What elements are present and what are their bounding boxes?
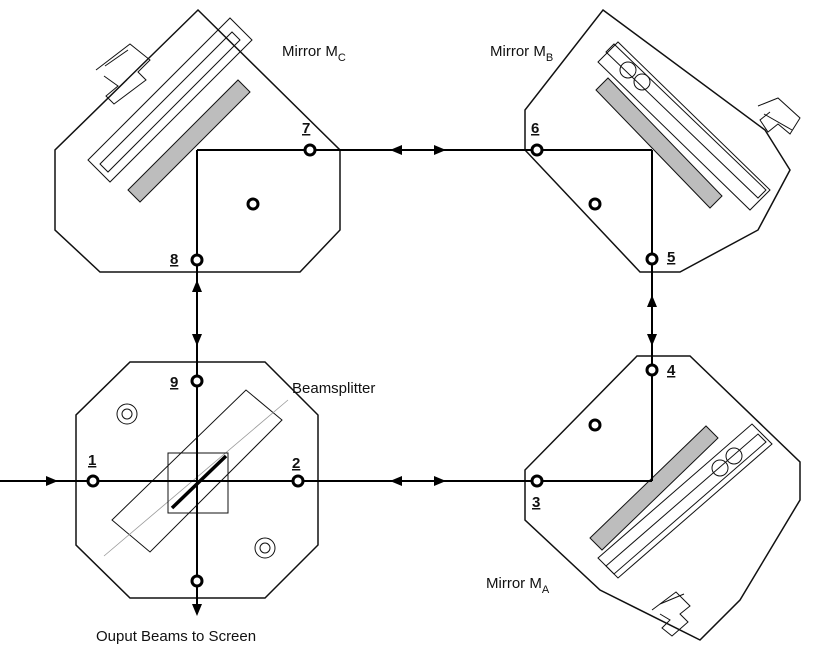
arrow-left-down xyxy=(192,334,202,346)
port-3 xyxy=(530,474,544,488)
point-label-3: 3 xyxy=(532,494,540,511)
mirror-c-label: Mirror MC xyxy=(282,43,346,64)
port-6 xyxy=(530,143,544,157)
point-label-6: 6 xyxy=(531,120,539,137)
port-output xyxy=(190,574,204,588)
mount-hole-a xyxy=(588,418,602,432)
arrow-left-up xyxy=(192,280,202,292)
port-5 xyxy=(645,252,659,266)
point-label-1: 1 xyxy=(88,452,96,469)
beamsplitter-label: Beamsplitter xyxy=(292,380,375,397)
port-4 xyxy=(645,363,659,377)
port-8 xyxy=(190,253,204,267)
point-label-7: 7 xyxy=(302,120,310,137)
mount-hole-b xyxy=(588,197,602,211)
input-arrow xyxy=(46,476,58,486)
beam-ports xyxy=(86,143,659,588)
point-label-9: 9 xyxy=(170,374,178,391)
mirror-a-mount xyxy=(524,355,801,641)
point-label-8: 8 xyxy=(170,251,178,268)
arrow-right-up xyxy=(647,295,657,307)
point-label-2: 2 xyxy=(292,455,300,472)
arrow-top-left xyxy=(390,145,402,155)
mirror-b-mount xyxy=(524,8,801,273)
arrow-bottom-right xyxy=(434,476,446,486)
arrow-top-right xyxy=(434,145,446,155)
output-arrow xyxy=(192,604,202,616)
point-labels: 1 2 3 4 5 6 7 8 9 xyxy=(88,120,676,511)
port-1 xyxy=(86,474,100,488)
point-label-4: 4 xyxy=(667,362,676,379)
beam-arrows xyxy=(46,145,657,616)
point-label-5: 5 xyxy=(667,249,675,266)
mount-hole-c xyxy=(246,197,260,211)
mirror-c-mount xyxy=(54,8,341,273)
arrow-bottom-left xyxy=(390,476,402,486)
port-9 xyxy=(190,374,204,388)
mirror-a-label: Mirror MA xyxy=(486,575,550,596)
port-2 xyxy=(291,474,305,488)
output-label: Ouput Beams to Screen xyxy=(96,628,256,645)
port-7 xyxy=(303,143,317,157)
arrow-right-down xyxy=(647,334,657,346)
mirror-b-label: Mirror MB xyxy=(490,43,553,64)
